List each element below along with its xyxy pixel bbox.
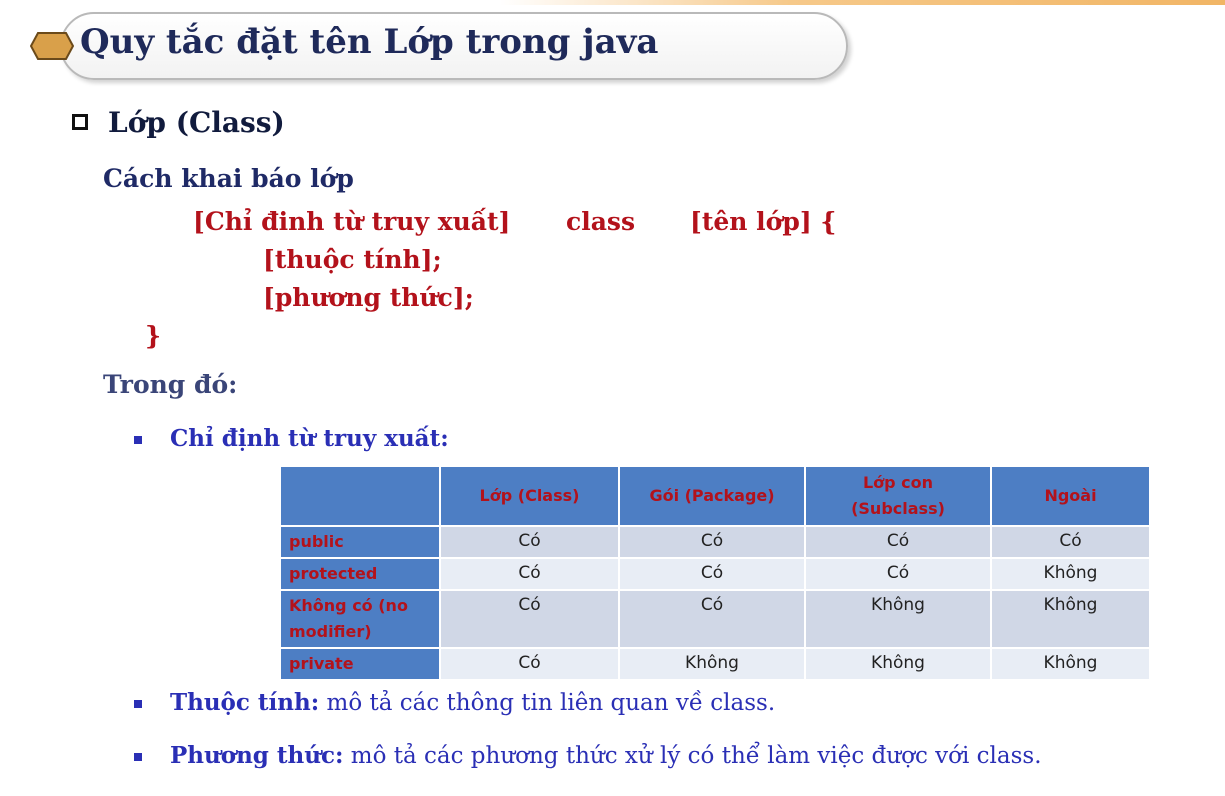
syntax-class-name: [tên lớp] {	[690, 207, 837, 236]
checkbox-icon	[72, 114, 88, 130]
bullet-description: mô tả các thông tin liên quan về class.	[319, 690, 776, 716]
table-cell: Có	[441, 559, 618, 589]
table-header-outside: Ngoài	[992, 467, 1149, 525]
table-cell: Có	[620, 527, 804, 557]
table-cell: Có	[441, 591, 618, 647]
page-title: Quy tắc đặt tên Lớp trong java	[80, 22, 659, 62]
table-cell: Có	[441, 527, 618, 557]
table-cell: Có	[620, 559, 804, 589]
bullet-description: mô tả các phương thức xử lý có thể làm v…	[343, 743, 1042, 769]
syntax-attributes: [thuộc tính];	[263, 245, 442, 274]
declaration-label: Cách khai báo lớp	[103, 164, 354, 193]
where-label: Trong đó:	[103, 370, 238, 399]
table-row: Không có (no modifier) Có Có Không Không	[281, 591, 1149, 647]
table-row-modifier: public	[281, 527, 439, 557]
table-cell: Có	[806, 559, 990, 589]
section-heading: Lớp (Class)	[72, 104, 285, 140]
table-row: public Có Có Có Có	[281, 527, 1149, 557]
table-header-class: Lớp (Class)	[441, 467, 618, 525]
table-row: private Có Không Không Không	[281, 649, 1149, 679]
syntax-closing-brace: }	[145, 321, 162, 350]
square-bullet-icon	[134, 436, 142, 444]
bullet-access-modifier: Chỉ định từ truy xuất:	[170, 425, 449, 452]
table-cell: Không	[806, 649, 990, 679]
table-cell: Không	[992, 591, 1149, 647]
table-cell: Không	[992, 649, 1149, 679]
table-row-modifier: Không có (no modifier)	[281, 591, 439, 647]
bullet-term: Thuộc tính:	[170, 689, 320, 716]
syntax-access-modifier: [Chỉ đinh từ truy xuất]	[193, 207, 511, 236]
section-heading-text: Lớp (Class)	[108, 105, 285, 139]
bullet-term: Phương thức:	[170, 742, 344, 769]
syntax-class-keyword: class	[566, 207, 636, 236]
table-header-subclass: Lớp con (Subclass)	[806, 467, 990, 525]
table-cell: Có	[620, 591, 804, 647]
syntax-methods: [phương thức];	[263, 283, 474, 312]
table-header-empty	[281, 467, 439, 525]
table-header-package: Gói (Package)	[620, 467, 804, 525]
bullet-term: Chỉ định từ truy xuất:	[170, 425, 449, 452]
table-cell: Không	[806, 591, 990, 647]
table-row: protected Có Có Có Không	[281, 559, 1149, 589]
table-row-modifier: protected	[281, 559, 439, 589]
bullet-methods: Phương thức: mô tả các phương thức xử lý…	[170, 742, 1042, 769]
table-row-modifier: private	[281, 649, 439, 679]
table-cell: Có	[441, 649, 618, 679]
table-cell: Có	[806, 527, 990, 557]
title-banner	[60, 12, 848, 80]
square-bullet-icon	[134, 700, 142, 708]
access-modifier-table: Lớp (Class) Gói (Package) Lớp con (Subcl…	[279, 465, 1151, 681]
table-header-row: Lớp (Class) Gói (Package) Lớp con (Subcl…	[281, 467, 1149, 525]
table-cell: Không	[992, 559, 1149, 589]
top-accent-strip	[500, 0, 1225, 5]
table-cell: Không	[620, 649, 804, 679]
hexagon-icon	[30, 32, 74, 60]
table-cell: Có	[992, 527, 1149, 557]
bullet-attributes: Thuộc tính: mô tả các thông tin liên qua…	[170, 689, 775, 716]
square-bullet-icon	[134, 753, 142, 761]
